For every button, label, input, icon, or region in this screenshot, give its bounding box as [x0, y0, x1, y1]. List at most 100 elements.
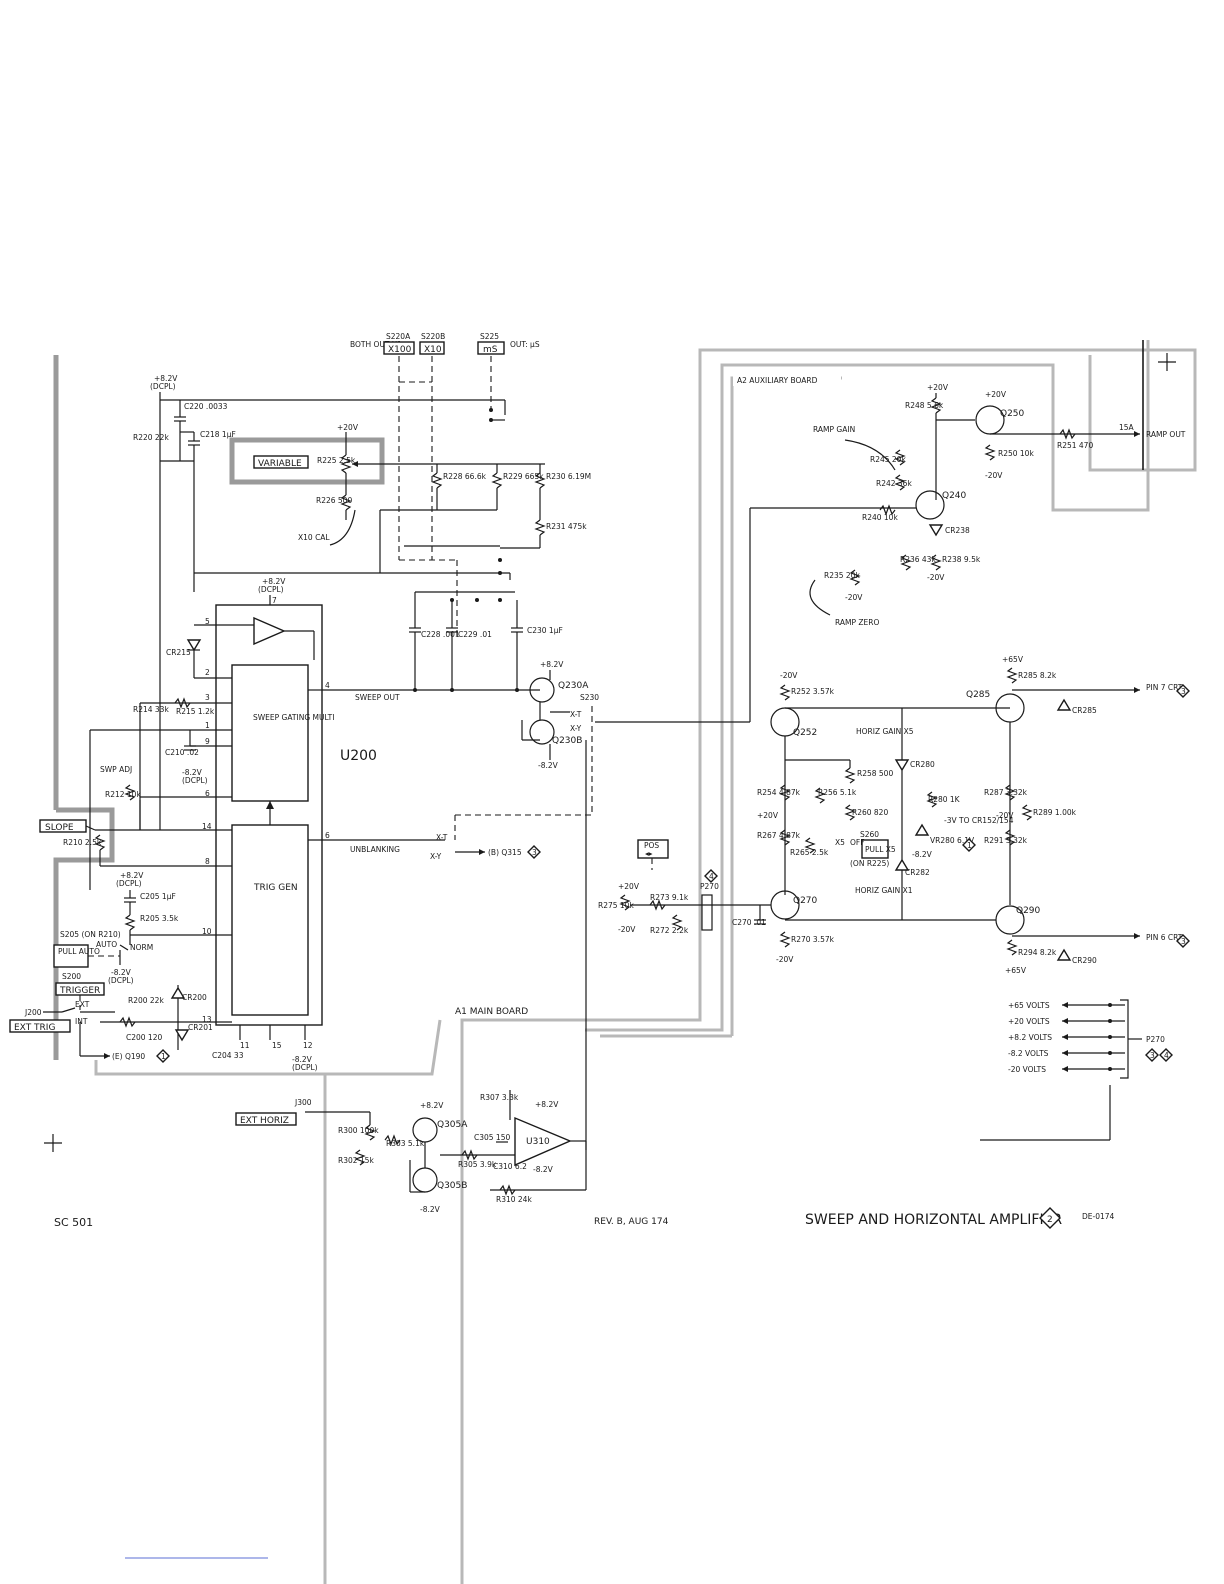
timing-resistors: R228 66.6k R229 665k R230 6.19M R231 475…	[194, 408, 591, 580]
supply-p82-u200: +8.2V	[262, 577, 286, 586]
s220a-label: X100	[388, 345, 412, 355]
title-block: SC 501 REV. B, AUG 174 SWEEP AND HORIZON…	[54, 1207, 1115, 1229]
to-cr152-label: -3V TO CR152/154	[944, 816, 1014, 825]
supply-p20-r254: +20V	[757, 811, 779, 820]
dcpl-u200: (DCPL)	[258, 585, 284, 594]
s220a-ref: S220A	[386, 332, 411, 341]
registration-marks	[44, 353, 1176, 1152]
ext-trig-label: EXT TRIG	[14, 1023, 55, 1033]
r228-label: R228 66.6k	[443, 472, 487, 481]
u200-amp	[253, 616, 286, 646]
power-line-20: +20 VOLTS	[1008, 1017, 1050, 1026]
a2-label-bg	[733, 374, 841, 386]
c205-label: C205 1μF	[140, 892, 176, 901]
q230b-label: Q230B	[552, 736, 582, 746]
power-line-m82: -8.2 VOLTS	[1008, 1049, 1049, 1058]
q190-diamond	[156, 1049, 170, 1063]
x5-pos-label: X5	[835, 838, 845, 847]
pin-15: 15	[272, 1041, 282, 1050]
power-diamond-3	[1145, 1048, 1159, 1062]
dcpl-u200-bottom: (DCPL)	[292, 1063, 318, 1072]
c204-label: C204 33	[212, 1051, 244, 1060]
s205-label: S205 (ON R210)	[60, 930, 121, 939]
supply-m20-r289: -20V	[996, 811, 1014, 820]
cr215-label: CR215	[166, 648, 191, 657]
supply-p82-u310: +8.2V	[535, 1100, 559, 1109]
norm-label: NORM	[130, 943, 153, 952]
pin-6-right: 6	[325, 831, 330, 840]
r303-label: R303 5.1k	[386, 1139, 425, 1148]
dcpl-c205: (DCPL)	[116, 879, 142, 888]
cr280-label: CR280	[910, 760, 935, 769]
unblanking-label: UNBLANKING	[350, 845, 400, 854]
pin-5: 5	[205, 617, 210, 626]
horizontal-amplifier: -20V R252 3.57k Q252 HORIZ GAIN X5 R258 …	[685, 508, 1190, 975]
s220b-ref: S220B	[421, 332, 445, 341]
gating-components: R214 33k R215 1.2k C210 .02 -8.2V (DCPL)…	[39, 697, 215, 890]
supply-m20-r250: -20V	[985, 471, 1003, 480]
r294-label: R294 8.2k	[1018, 948, 1057, 957]
supply-m82-u200: -8.2V	[292, 1055, 313, 1064]
s260-label: S260	[860, 830, 879, 839]
a2-board-label: A2 AUXILIARY BOARD	[737, 376, 818, 385]
s230-label: S230	[580, 693, 599, 702]
sweep-gating-label: SWEEP GATING MULTI	[253, 713, 334, 722]
supply-m82-c210: -8.2V	[182, 768, 203, 777]
supply-p20-r275: +20V	[618, 882, 640, 891]
pin-4: 4	[325, 681, 330, 690]
c220-label: C220 .0033	[184, 402, 228, 411]
unblanking-switch: X-T X-Y (B) Q315 3	[430, 833, 541, 861]
q250-label: Q250	[1000, 409, 1025, 419]
r230-label: R230 6.19M	[546, 472, 591, 481]
sweep-out-label: SWEEP OUT	[355, 693, 400, 702]
r267-label: R267 4.87k	[757, 831, 801, 840]
r226-label: R226 500	[316, 496, 352, 505]
c230-label: C230 1μF	[527, 626, 563, 635]
pin-11: 11	[240, 1041, 250, 1050]
cr290-label: CR290	[1072, 956, 1097, 965]
supply-p65-r285: +65V	[1002, 655, 1024, 664]
pin-13: 13	[202, 1015, 212, 1024]
r200-label: R200 22k	[128, 996, 164, 1005]
supply-m82-q305: -8.2V	[420, 1205, 441, 1214]
cr282-label: CR282	[905, 868, 930, 877]
c210-label: C210 .02	[165, 748, 199, 757]
supply-p82-top: +8.2V	[154, 374, 178, 383]
p270-diamond-num: 4	[709, 872, 714, 881]
ext-trig-box	[9, 1019, 71, 1033]
r287-label: R287 3.32k	[984, 788, 1028, 797]
s225-box	[477, 341, 505, 355]
timing-supply-section: +8.2V (DCPL) C220 .0033 C218 1μF R220 22…	[133, 374, 506, 830]
model-label: SC 501	[54, 1216, 93, 1229]
supply-m20-r238: -20V	[927, 573, 945, 582]
position-control: POS ◂▸ +20V R275 10k -20V R273 9.1k R272…	[598, 839, 719, 935]
r235-label: R235 20k	[824, 571, 860, 580]
pos-box	[637, 839, 669, 859]
pin-6: 6	[205, 789, 210, 798]
c228-label: C228 .001	[421, 630, 460, 639]
cr215-diode: CR215	[166, 639, 202, 678]
c270-label: C270 .01	[732, 918, 766, 927]
trig-gen-label: TRIG GEN	[253, 883, 298, 893]
supply-m82-u310: -8.2V	[533, 1165, 554, 1174]
ext-horiz-box	[235, 1112, 297, 1126]
timing-capacitors: C228 .001 C229 .01 C230 1μF	[409, 591, 563, 690]
ext-label: EXT	[75, 1000, 90, 1009]
p270-pos-label: P270	[700, 882, 719, 891]
s225-label: mS	[483, 345, 498, 355]
top-switches: BOTH OUT X1 S220A X100 S220B X10 S225 mS…	[350, 332, 540, 640]
dcpl-top: (DCPL)	[150, 382, 176, 391]
pin-3: 3	[205, 693, 210, 702]
r310-label: R310 24k	[496, 1195, 532, 1204]
pull-auto-label: PULL AUTO	[58, 947, 100, 956]
supply-m82-s205: -8.2V	[111, 968, 132, 977]
pin7-diamond	[1176, 684, 1190, 698]
u200-label: U200	[340, 748, 377, 764]
r272-label: R272 2.2k	[650, 926, 689, 935]
pin-7: 7	[272, 596, 277, 605]
vr280-diamond	[962, 838, 976, 852]
vr280-diamond-num: 1	[967, 841, 972, 850]
r248-label: R248 5.6k	[905, 401, 944, 410]
pos-arrows: ◂▸	[645, 849, 653, 858]
